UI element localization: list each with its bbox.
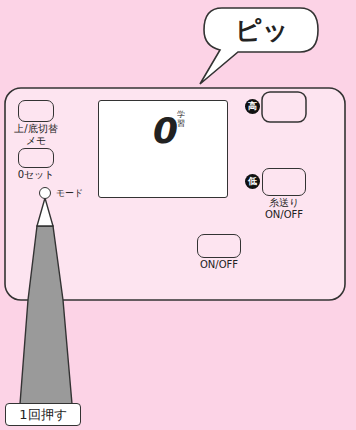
label-text: 0 bbox=[153, 113, 178, 149]
label-text: モード bbox=[56, 187, 83, 200]
zero-set-button: 0セット bbox=[18, 148, 54, 168]
low-icon: 低 bbox=[245, 174, 260, 189]
label-text: 高 bbox=[248, 100, 257, 113]
stylus-tip bbox=[37, 198, 53, 226]
power-button: ON/OFF bbox=[197, 234, 241, 258]
mode-button: モード bbox=[39, 187, 51, 199]
label-text: ピッ bbox=[235, 13, 289, 48]
label-text: 上/底切替 メモ bbox=[8, 123, 64, 146]
high-button bbox=[262, 92, 306, 122]
thread-feed-button: 糸送り ON/OFF bbox=[262, 168, 306, 196]
lcd-display: 0学習 bbox=[98, 100, 228, 198]
mode-switch-button: 上/底切替 メモ bbox=[18, 100, 54, 122]
speech-bubble bbox=[200, 8, 318, 84]
speech-bubble-text: ピッ bbox=[212, 10, 312, 50]
label-text: 1回押す bbox=[19, 406, 66, 424]
label-text: 糸送り ON/OFF bbox=[253, 197, 315, 220]
instruction-label: 1回押す bbox=[5, 403, 81, 426]
label-text: 低 bbox=[248, 175, 257, 188]
label-text: ON/OFF bbox=[188, 259, 250, 271]
label-text: 学習 bbox=[177, 111, 185, 129]
label-text: 0セット bbox=[8, 169, 64, 181]
stylus-body bbox=[20, 226, 72, 404]
high-icon: 高 bbox=[245, 99, 260, 114]
